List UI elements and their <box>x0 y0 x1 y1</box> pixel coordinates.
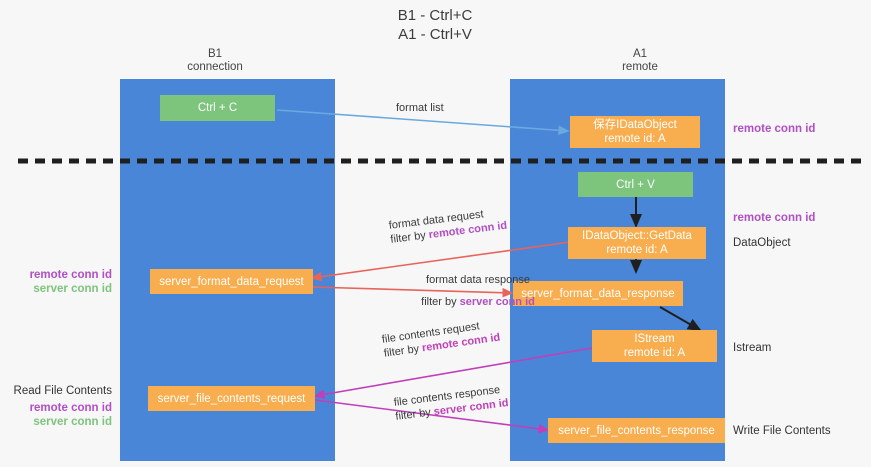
edge-label-prefix: filter by <box>383 342 423 360</box>
node-server-file-contents-response-label: server_file_contents_response <box>558 424 715 437</box>
page-title: B1 - Ctrl+C A1 - Ctrl+V <box>397 7 473 43</box>
node-ctrl-v-label: Ctrl + V <box>616 178 655 191</box>
node-getdata[interactable]: IDataObject::GetData remote id: A <box>568 227 706 259</box>
edge-label-prefix: filter by <box>394 406 435 423</box>
edge-label-format-list-line1: format list <box>396 102 444 114</box>
node-server-file-contents-request-label: server_file_contents_request <box>157 392 306 405</box>
node-server-file-contents-response[interactable]: server_file_contents_response <box>548 418 725 443</box>
annotation-left-remote-conn-id-2: remote conn id <box>29 402 112 414</box>
node-idataobject-save-label: 保存IDataObject <box>593 119 677 131</box>
edge-label-format-list: format list <box>396 101 444 115</box>
annotation-left-remote-conn-id-1: remote conn id <box>29 269 112 281</box>
node-server-file-contents-request[interactable]: server_file_contents_request <box>148 386 315 411</box>
annotation-left-conn-ids-2: remote conn id server conn id <box>0 401 112 429</box>
edge-label-file-contents-response: file contents response filter by server … <box>393 382 509 424</box>
edge-label-format-data-response-line2: filter by server conn id <box>383 295 573 309</box>
node-istream-label: IStream <box>634 333 675 345</box>
node-server-format-data-request[interactable]: server_format_data_request <box>150 269 313 294</box>
node-ctrl-c[interactable]: Ctrl + C <box>160 95 275 121</box>
column-header-a1: A1 remote <box>622 48 658 73</box>
node-ctrl-c-label: Ctrl + C <box>197 102 238 114</box>
node-getdata-label: IDataObject::GetData <box>582 230 692 242</box>
node-server-format-data-response-label: server_format_data_response <box>521 287 675 300</box>
node-istream[interactable]: IStream remote id: A <box>592 330 717 362</box>
node-istream-sublabel: remote id: A <box>623 347 686 359</box>
annotation-read-file-contents: Read File Contents <box>13 385 112 397</box>
annotation-left-conn-ids-1: remote conn id server conn id <box>0 268 112 296</box>
edge-label-prefix: filter by <box>421 296 460 308</box>
annotation-istream: Istream <box>733 342 772 354</box>
annotation-dataobject: DataObject <box>733 237 791 249</box>
node-getdata-sublabel: remote id: A <box>606 244 668 256</box>
edge-label-file-contents-request: file contents request filter by remote c… <box>381 317 501 361</box>
node-server-format-data-response[interactable]: server_format_data_response <box>513 281 683 306</box>
column-header-b1: B1 connection <box>187 48 243 73</box>
edge-label-format-data-request: format data request filter by remote con… <box>388 205 508 247</box>
edge-label-highlight: server conn id <box>459 296 535 308</box>
annotation-left-server-conn-id-2: server conn id <box>33 416 112 428</box>
node-ctrl-v[interactable]: Ctrl + V <box>578 172 693 197</box>
annotation-write-file-contents: Write File Contents <box>733 425 831 437</box>
edge-label-format-data-response-line1: format data response <box>426 274 530 286</box>
node-idataobject-save[interactable]: 保存IDataObject remote id: A <box>570 116 700 148</box>
annotation-remote-conn-id-top: remote conn id <box>733 123 816 135</box>
edge-label-format-data-response: format data response filter by server co… <box>383 273 573 309</box>
node-idataobject-save-sublabel: remote id: A <box>604 133 666 145</box>
annotation-remote-conn-id-mid: remote conn id <box>733 212 816 224</box>
node-server-format-data-request-label: server_format_data_request <box>159 275 304 288</box>
edge-label-prefix: filter by <box>389 229 430 246</box>
annotation-left-server-conn-id-1: server conn id <box>33 283 112 295</box>
